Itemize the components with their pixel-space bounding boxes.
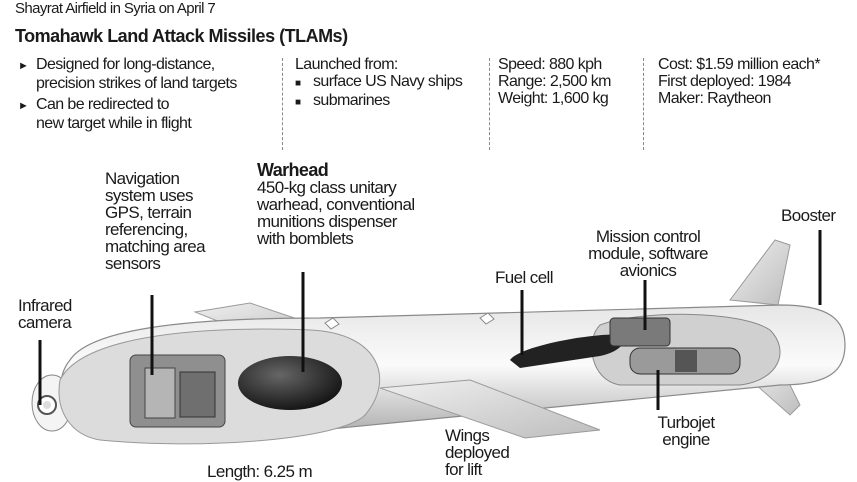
purpose-item-cont: precision strikes of land targets bbox=[36, 75, 237, 92]
triangle-bullet-icon: ► bbox=[18, 100, 29, 112]
purpose-item: ►Designed for long-distance, bbox=[18, 56, 215, 73]
page-title: Tomahawk Land Attack Missiles (TLAMs) bbox=[15, 26, 348, 46]
tail-fin-upper bbox=[729, 239, 791, 306]
square-bullet-icon: ■ bbox=[295, 97, 301, 108]
purpose-list: ►Designed for long-distance, precision s… bbox=[18, 56, 237, 132]
triangle-bullet-icon: ► bbox=[18, 60, 29, 72]
cost-list: Cost: $1.59 million each* First deployed… bbox=[658, 56, 821, 107]
length-label: Length: 6.25 m bbox=[207, 462, 313, 481]
header-caption: Shayrat Airfield in Syria on April 7 bbox=[15, 0, 216, 17]
navigation-label: Navigation system uses GPS, terrain refe… bbox=[105, 169, 206, 273]
weight-spec: Weight: 1,600 kg bbox=[498, 90, 609, 107]
column-divider bbox=[489, 58, 490, 150]
booster-label: Booster bbox=[781, 206, 836, 225]
purpose-item: ►Can be redirected to bbox=[18, 96, 170, 113]
first-deployed-spec: First deployed: 1984 bbox=[658, 73, 792, 90]
fuel-cell-label: Fuel cell bbox=[495, 268, 554, 287]
maker-spec: Maker: Raytheon bbox=[658, 90, 771, 107]
warhead-shape bbox=[238, 356, 342, 410]
fuel-cell-shape bbox=[510, 334, 624, 368]
speed-spec: Speed: 880 kph bbox=[498, 56, 602, 73]
spec-list: Speed: 880 kph Range: 2,500 km Weight: 1… bbox=[498, 56, 611, 107]
leader-lines bbox=[38, 230, 822, 410]
turbojet-label: Turbojet engine bbox=[657, 413, 716, 449]
launch-item: ■submarines bbox=[295, 92, 390, 109]
launch-title: Launched from: bbox=[295, 56, 398, 73]
column-divider bbox=[643, 58, 644, 150]
mission-control-label: Mission control module, software avionic… bbox=[588, 227, 708, 280]
launch-item: ■surface US Navy ships bbox=[295, 73, 463, 90]
wings-label: Wings deployed for lift bbox=[445, 427, 510, 479]
column-divider bbox=[282, 58, 283, 150]
cost-spec: Cost: $1.59 million each* bbox=[658, 56, 821, 73]
purpose-item-cont: new target while in flight bbox=[36, 115, 192, 132]
warhead-label: Warhead 450-kg class unitary warhead, co… bbox=[257, 160, 415, 248]
lower-wing bbox=[379, 379, 601, 439]
range-spec: Range: 2,500 km bbox=[498, 73, 611, 90]
warhead-title: Warhead bbox=[257, 160, 329, 180]
mission-module bbox=[609, 317, 671, 347]
square-bullet-icon: ■ bbox=[295, 78, 301, 89]
infrared-camera-label: Infrared camera bbox=[18, 296, 72, 332]
launch-list: Launched from: ■surface US Navy ships ■s… bbox=[295, 56, 463, 111]
